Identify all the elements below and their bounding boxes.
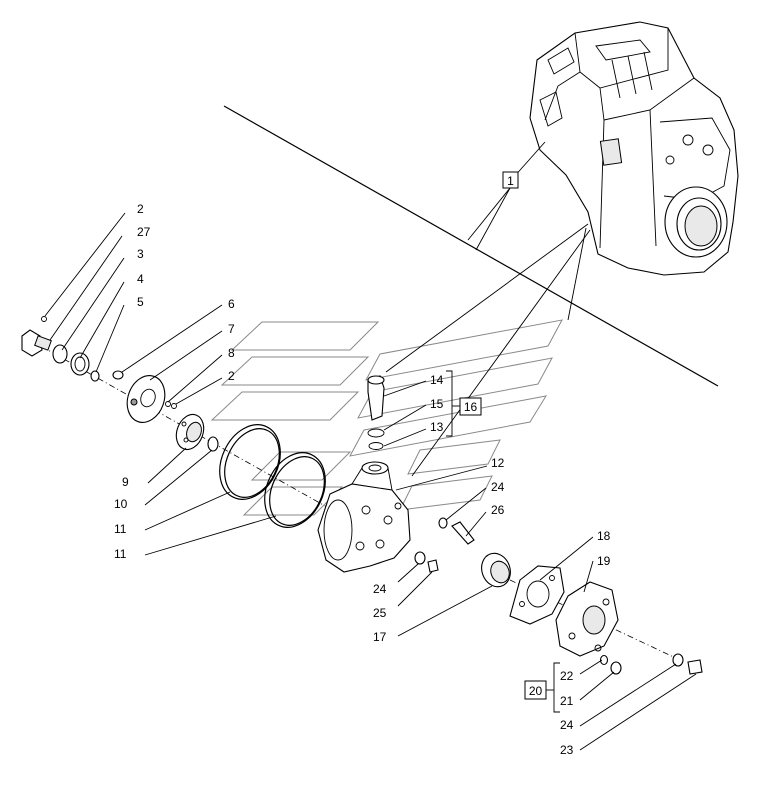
- callout-19: 19: [597, 554, 611, 568]
- callout-27: 27: [137, 225, 151, 239]
- callout-24-bottom: 24: [560, 718, 574, 732]
- valve-assembly: [367, 375, 385, 450]
- callout-11-b: 11: [114, 547, 127, 561]
- callout-2-top: 2: [137, 202, 144, 216]
- callout-18: 18: [597, 529, 611, 543]
- watermark-stripes: [210, 319, 563, 516]
- callout-22: 22: [560, 669, 574, 683]
- callout-6: 6: [228, 297, 235, 311]
- pump-gear: [175, 413, 219, 452]
- bolts-cover: [599, 653, 703, 675]
- callout-17: 17: [373, 630, 387, 644]
- callout-5: 5: [137, 295, 144, 309]
- leader-housing-12b: [567, 227, 587, 321]
- callout-8: 8: [228, 346, 235, 360]
- transmission-housing: [529, 21, 739, 276]
- leader-housing-12: [411, 229, 591, 477]
- gasket: [509, 565, 565, 625]
- o-rings: [219, 424, 326, 528]
- shaft-assembly: [21, 316, 124, 382]
- callout-3: 3: [137, 247, 144, 261]
- callout-10: 10: [114, 497, 128, 511]
- callout-4: 4: [137, 272, 144, 286]
- callout-20: 20: [529, 684, 543, 698]
- callout-11-a: 11: [114, 522, 127, 536]
- pump-body: [317, 461, 411, 573]
- callout-12: 12: [491, 456, 505, 470]
- callout-25: 25: [373, 606, 387, 620]
- callout-15: 15: [430, 397, 444, 411]
- callout-labels: 2 27 3 4 5 6 7 8 2 9 10 11 11 14 15 13: [44, 202, 697, 757]
- pump-plate: [126, 375, 177, 423]
- reference-line: [223, 105, 719, 387]
- bolts-center: [414, 517, 475, 573]
- pump-cover: [555, 581, 619, 657]
- callout-26: 26: [491, 503, 505, 517]
- callout-7: 7: [228, 322, 235, 336]
- callout-label-1: 1: [507, 174, 514, 188]
- callout-13: 16: [464, 400, 478, 414]
- callout-14: 14: [430, 373, 444, 387]
- callout-9: 9: [122, 475, 129, 489]
- leader-housing-14: [385, 223, 589, 373]
- callout-24-mid: 24: [373, 582, 387, 596]
- callout-1: 1: [467, 141, 546, 251]
- callout-21: 21: [560, 694, 574, 708]
- callout-2-right: 2: [228, 369, 235, 383]
- callout-23: 23: [560, 743, 574, 757]
- seal: [481, 552, 511, 588]
- callout-16: 13: [430, 420, 444, 434]
- callout-24-top: 24: [491, 480, 505, 494]
